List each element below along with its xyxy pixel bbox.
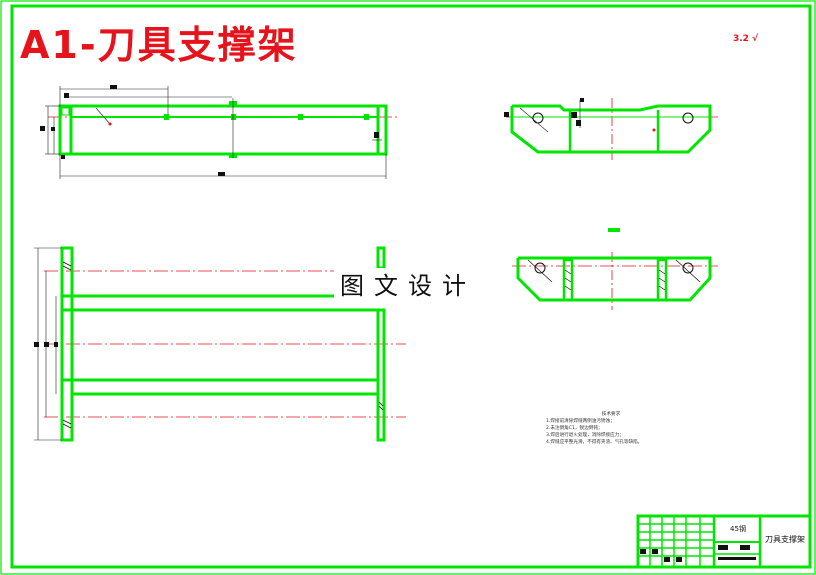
roughness-check-icon: √: [752, 34, 759, 44]
front-view: [40, 85, 398, 179]
drawing-title: A1-刀具支撑架: [20, 23, 298, 67]
technical-requirements: 技术要求 1.焊接前清除焊缝两侧油污锈蚀； 2.未注倒角C1，锐边倒钝； 3.焊…: [546, 411, 696, 446]
title-block-part-name: 刀具支撑架: [765, 535, 805, 544]
notes-heading: 技术要求: [601, 412, 621, 417]
side-view: [504, 98, 718, 160]
roughness-value: 3.2: [733, 34, 749, 44]
watermark: 图文设计: [334, 268, 490, 304]
inner-border: [10, 4, 812, 569]
top-view: [34, 246, 406, 442]
notes-line: 2.未注倒角C1，锐边倒钝；: [546, 426, 603, 431]
title-block-material: 45钢: [730, 525, 746, 533]
notes-line: 1.焊接前清除焊缝两侧油污锈蚀；: [546, 419, 615, 424]
section-view: [512, 228, 718, 310]
notes-line: 3.焊后进行退火处理，消除焊接应力；: [546, 433, 624, 438]
title-block: [636, 514, 812, 569]
notes-line: 4.焊缝应平整光滑，不得有夹渣、气孔等缺陷。: [546, 440, 643, 445]
title-block-marks: [640, 545, 756, 562]
roughness-mark: 3.2 √: [733, 34, 758, 44]
